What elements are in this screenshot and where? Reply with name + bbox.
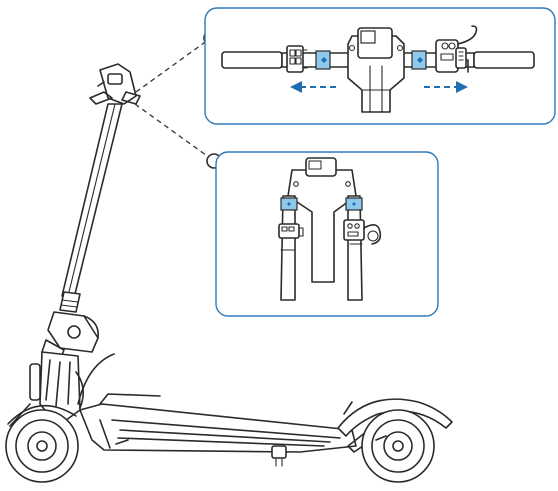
left-latch-mark [321, 57, 327, 63]
scooter-front-wheel [5, 403, 79, 483]
arrow-left-icon [290, 81, 336, 93]
scooter-stem [59, 103, 123, 313]
scooter [5, 63, 453, 483]
scooter-rear-fender [337, 398, 453, 453]
callout-leader-top [135, 39, 209, 93]
scooter-handlebar [89, 63, 141, 105]
arrow-right-icon [424, 81, 468, 93]
right-folded-bar [347, 195, 363, 301]
scooter-rear-wheel [361, 409, 435, 483]
left-control-block [286, 45, 308, 73]
right-grip [473, 51, 535, 69]
callout-leader-bottom [134, 103, 211, 159]
left-folded-bar [280, 195, 296, 301]
detail-panel-folded [215, 151, 439, 317]
detail-panel-unfolded [204, 7, 556, 125]
scooter-deck [77, 353, 357, 467]
center-stem-display [347, 27, 405, 113]
right-folded-throttle [343, 219, 382, 245]
left-folded-control [278, 223, 304, 239]
scooter-front-fork [29, 351, 84, 427]
left-grip [221, 51, 283, 69]
right-throttle-block [435, 25, 478, 73]
right-latch-mark [417, 57, 423, 63]
